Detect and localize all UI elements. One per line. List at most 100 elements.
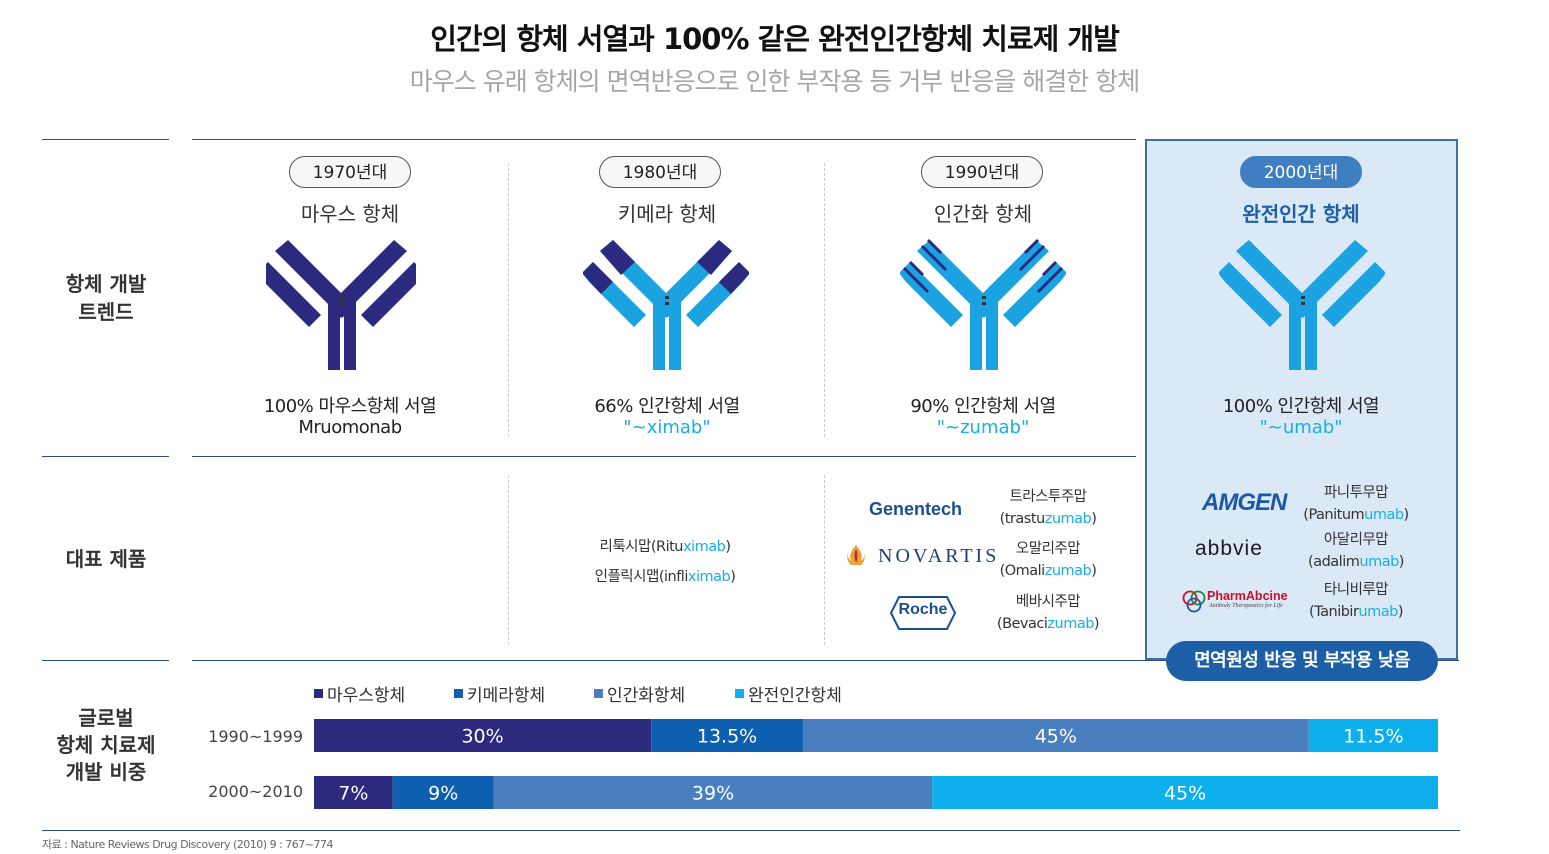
legend-label: 인간화항체 — [607, 686, 686, 706]
bar-value-label: 30% — [461, 726, 503, 748]
era-suffix-fully-human: "~umab" — [1259, 417, 1343, 438]
product-tanibirumab: 타니비루맙 (Tanibirumab) — [1298, 579, 1414, 623]
divider — [42, 660, 169, 661]
product-suffix: umab — [1358, 604, 1398, 620]
row-label-products: 대표 제품 — [65, 547, 147, 571]
fully-human-highlight-panel — [1145, 139, 1458, 660]
divider — [42, 830, 1460, 831]
legend-label: 완전인간항체 — [748, 686, 842, 706]
era-sequence-mouse: 100% 마우스항체 서열 — [263, 396, 437, 417]
amgen-logo: AMGEN — [1202, 489, 1287, 516]
bar-value-label: 45% — [1035, 726, 1077, 748]
fully-human-antibody-icon — [1219, 240, 1385, 370]
era-name-chimeric: 키메라 항체 — [617, 202, 717, 226]
product-suffix: zumab — [1044, 511, 1092, 527]
column-separator — [508, 475, 509, 645]
roche-hexagon-icon — [889, 596, 957, 630]
product-name: 인플릭시맵(infli — [594, 569, 689, 585]
product-english-name: (adalimumab) — [1298, 551, 1414, 573]
bar-value-label: 7% — [338, 783, 368, 805]
product-close: ) — [1403, 507, 1410, 523]
source-note: 자료 : Nature Reviews Drug Discovery (2010… — [42, 838, 333, 851]
bar-value-label: 45% — [1164, 783, 1206, 805]
legend-item-chimeric: 키메라항체 — [454, 681, 594, 706]
era-sequence-fully-human: 100% 인간항체 서열 — [1222, 396, 1380, 417]
product-korean-name: 오말리주맙 — [1015, 541, 1081, 557]
product-close: ) — [1091, 563, 1097, 579]
product-panitumumab: 파니투무맙 (Panitumumab) — [1298, 482, 1414, 526]
product-english-name: (Tanibirumab) — [1298, 601, 1414, 623]
genentech-logo: Genentech — [869, 499, 963, 519]
divider — [42, 139, 169, 140]
row-label-trend: 항체 개발 트렌드 — [65, 272, 147, 324]
era-pill-2000s: 2000년대 — [1240, 156, 1362, 188]
product-name: (Omali — [999, 563, 1046, 579]
legend-item-fully-human: 완전인간항체 — [735, 681, 885, 706]
product-korean-name: 타니비루맙 — [1323, 582, 1389, 598]
bar-value-label: 39% — [692, 783, 734, 805]
era-name-mouse: 마우스 항체 — [300, 202, 400, 226]
chart-legend: 마우스항체 키메라항체 인간화항체 완전인간항체 — [314, 681, 885, 706]
legend-swatch — [314, 689, 323, 698]
product-suffix: ximab — [687, 569, 731, 585]
product-english-name: (Omalizumab) — [990, 560, 1106, 582]
bar-value-label: 11.5% — [1343, 726, 1403, 748]
era-pill-1990s: 1990년대 — [921, 156, 1043, 188]
roche-logo: Roche — [898, 601, 948, 618]
bar-segment — [314, 776, 393, 809]
bar-segment — [314, 719, 652, 752]
legend-label: 마우스항체 — [327, 686, 406, 706]
product-trastuzumab: 트라스투주맙 (trastuzumab) — [990, 486, 1106, 530]
product-close: ) — [1397, 604, 1404, 620]
product-bevacizumab: 베바시주맙 (Bevacizumab) — [990, 591, 1106, 635]
legend-swatch — [454, 689, 463, 698]
bar-segment — [802, 719, 1309, 752]
column-separator — [824, 475, 825, 645]
product-name: (trastu — [999, 511, 1046, 527]
product-close: ) — [1093, 616, 1100, 632]
product-name: (Tanibir — [1309, 604, 1359, 620]
legend-label: 키메라항체 — [467, 686, 546, 706]
bar-segment — [493, 776, 933, 809]
abbvie-logo: abbvie — [1195, 537, 1263, 560]
chimeric-antibody-icon — [583, 240, 749, 370]
legend-swatch — [594, 689, 603, 698]
era-suffix-chimeric: "~ximab" — [623, 417, 711, 438]
product-name: (Bevaci — [996, 616, 1048, 632]
era-sequence-humanized: 90% 인간항체 서열 — [910, 396, 1056, 417]
era-pill-1970s: 1970년대 — [289, 156, 411, 188]
pharmabcine-rings-icon — [1182, 590, 1206, 613]
divider — [192, 456, 1136, 457]
product-infliximab: 인플릭시맵(infliximab) — [515, 565, 815, 586]
product-close: ) — [725, 539, 731, 555]
product-korean-name: 베바시주맙 — [1015, 594, 1081, 610]
product-adalimumab: 아달리무맙 (adalimumab) — [1298, 529, 1414, 573]
divider — [42, 456, 169, 457]
product-close: ) — [1091, 511, 1097, 527]
product-suffix: zumab — [1047, 616, 1094, 632]
period-label-2000s: 2000~2010 — [208, 782, 303, 801]
era-pill-1980s: 1980년대 — [599, 156, 721, 188]
bar-segment — [651, 719, 803, 752]
bar-segment — [1308, 719, 1438, 752]
product-suffix: umab — [1359, 554, 1399, 570]
product-english-name: (Bevacizumab) — [990, 613, 1106, 635]
product-korean-name: 파니투무맙 — [1323, 485, 1389, 501]
product-suffix: umab — [1364, 507, 1404, 523]
column-separator — [824, 163, 825, 437]
product-close: ) — [730, 569, 736, 585]
era-name-fully-human: 완전인간 항체 — [1242, 202, 1360, 226]
novartis-flame-icon — [847, 545, 865, 565]
period-label-1990s: 1990~1999 — [208, 727, 303, 746]
product-suffix: ximab — [683, 539, 726, 555]
era-suffix-humanized: "~zumab" — [936, 417, 1030, 438]
product-suffix: zumab — [1044, 563, 1092, 579]
legend-item-humanized: 인간화항체 — [594, 681, 735, 706]
mouse-antibody-icon — [266, 240, 416, 370]
page-title: 인간의 항체 서열과 100% 같은 완전인간항체 치료제 개발 — [430, 22, 1120, 56]
page-subtitle: 마우스 유래 항체의 면역반응으로 인한 부작용 등 거부 반응을 해결한 항체 — [409, 67, 1140, 96]
stacked-bar-chart: 30%13.5%45%11.5%7%9%39%45% — [314, 719, 1438, 809]
era-sequence-chimeric: 66% 인간항체 서열 — [594, 396, 740, 417]
product-name: (Panitum — [1303, 507, 1365, 523]
era-suffix-mouse: Mruomonab — [298, 417, 402, 438]
